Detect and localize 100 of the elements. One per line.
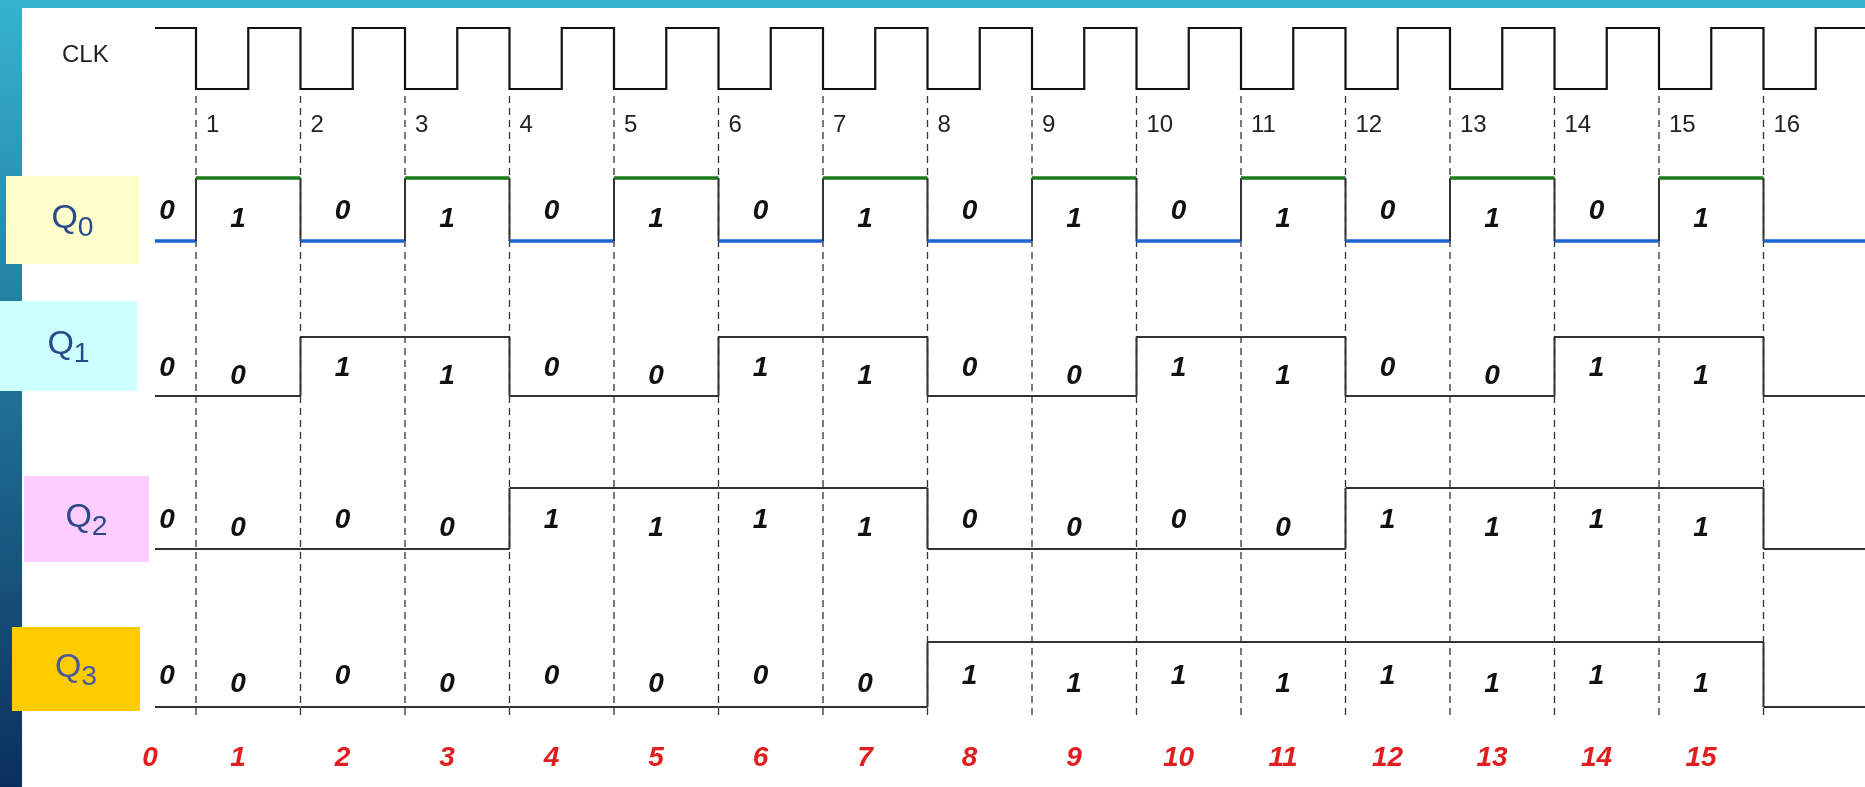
clock-cycle-number: 6 (728, 110, 742, 138)
bit-value: 1 (1066, 201, 1082, 234)
bit-value: 0 (1275, 510, 1291, 543)
bit-value: 1 (752, 350, 769, 383)
clock-cycle-number: 7 (833, 110, 847, 138)
bit-value: 1 (543, 502, 560, 535)
bit-value: 0 (543, 350, 560, 383)
bit-value: 1 (648, 510, 664, 543)
state-number: 11 (1268, 741, 1298, 773)
bit-value: 0 (961, 193, 978, 226)
bit-value: 1 (1693, 201, 1709, 234)
bit-value: 1 (1484, 510, 1500, 543)
clock-cycle-number: 10 (1146, 110, 1174, 138)
bit-value: 0 (1379, 350, 1396, 383)
state-number: 8 (961, 741, 978, 773)
bit-value: 0 (334, 658, 351, 691)
bit-value: 0 (543, 193, 560, 226)
state-number: 2 (334, 741, 351, 773)
bit-value: 0 (1170, 193, 1187, 226)
bit-value: 1 (752, 502, 769, 535)
state-number: 7 (857, 741, 873, 773)
bit-value: 0 (334, 502, 351, 535)
bit-value: 0 (857, 666, 873, 699)
bit-value: 1 (857, 510, 873, 543)
bit-value: 0 (1066, 510, 1082, 543)
clock-cycle-number: 11 (1251, 110, 1276, 138)
clock-cycle-number: 8 (937, 110, 951, 138)
state-number: 9 (1066, 741, 1082, 773)
clock-cycle-number: 5 (624, 110, 638, 138)
state-number: 1 (230, 741, 246, 773)
bit-value: 1 (1588, 350, 1605, 383)
clock-cycle-number: 9 (1042, 110, 1056, 138)
bit-value: 0 (230, 666, 246, 699)
clock-cycle-number: 1 (206, 110, 220, 138)
signal-label: CLK (62, 40, 109, 68)
bit-value: 0 (439, 666, 455, 699)
bit-value: 0 (961, 350, 978, 383)
bit-value: 1 (1484, 201, 1500, 234)
bit-value: 0 (230, 358, 246, 391)
bit-value: 1 (230, 201, 246, 234)
clock-cycle-number: 3 (415, 110, 429, 138)
bit-value: 0 (439, 510, 455, 543)
bit-value: 1 (439, 358, 455, 391)
bit-value: 1 (439, 201, 455, 234)
bit-value: 1 (1588, 502, 1605, 535)
bit-value: 1 (857, 358, 873, 391)
bit-value: 0 (159, 658, 175, 691)
bit-value: 0 (961, 502, 978, 535)
state-number: 6 (752, 741, 769, 773)
bit-value: 1 (857, 201, 873, 234)
clock-cycle-number: 16 (1773, 110, 1801, 138)
clock-cycle-number: 13 (1460, 110, 1487, 138)
bit-value: 0 (1588, 193, 1605, 226)
bit-value: 0 (159, 502, 175, 535)
bit-value: 1 (1379, 502, 1396, 535)
clock-cycle-number: 12 (1355, 110, 1383, 138)
bit-value: 0 (1170, 502, 1187, 535)
bit-value: 0 (752, 658, 769, 691)
signal-label-box: Q$_{3}$ (12, 627, 140, 711)
bit-value: 1 (1484, 666, 1500, 699)
state-number: 3 (439, 741, 455, 773)
bit-value: 1 (1275, 358, 1291, 391)
bit-value: 0 (1484, 358, 1500, 391)
bit-value: 1 (1379, 658, 1396, 691)
state-number: 10 (1162, 741, 1195, 773)
bit-value: 0 (1379, 193, 1396, 226)
clock-cycle-number: 4 (519, 110, 533, 138)
bit-value: 1 (334, 350, 351, 383)
bit-value: 1 (648, 201, 664, 234)
state-number: 13 (1476, 741, 1508, 773)
signal-label-box: Q$_{1}$ (0, 301, 137, 391)
bit-value: 1 (1693, 666, 1709, 699)
bit-value: 0 (648, 358, 664, 391)
bit-value: 0 (543, 658, 560, 691)
bit-value: 1 (1170, 350, 1187, 383)
bit-value: 1 (1275, 201, 1291, 234)
bit-value: 0 (230, 510, 246, 543)
bit-value: 0 (752, 193, 769, 226)
bit-value: 1 (1066, 666, 1082, 699)
clock-cycle-number: 15 (1669, 110, 1696, 138)
bit-value: 1 (1693, 510, 1709, 543)
bit-value: 0 (159, 193, 175, 226)
bit-value: 1 (1170, 658, 1187, 691)
clock-cycle-number: 2 (310, 110, 324, 138)
state-number: 12 (1371, 741, 1404, 773)
state-number: 5 (648, 741, 664, 773)
state-number: 0 (142, 741, 158, 773)
bit-value: 0 (159, 350, 175, 383)
bit-value: 0 (1066, 358, 1082, 391)
bit-value: 1 (1275, 666, 1291, 699)
clock-cycle-number: 14 (1564, 110, 1592, 138)
state-number: 14 (1580, 741, 1613, 773)
bit-value: 0 (648, 666, 664, 699)
state-number: 15 (1685, 741, 1717, 773)
bit-value: 0 (334, 193, 351, 226)
signal-label-box: Q$_{2}$ (24, 476, 149, 562)
bit-value: 1 (1588, 658, 1605, 691)
signal-label-box: Q$_{0}$ (6, 176, 139, 264)
bit-value: 1 (961, 658, 978, 691)
state-number: 4 (543, 741, 560, 773)
